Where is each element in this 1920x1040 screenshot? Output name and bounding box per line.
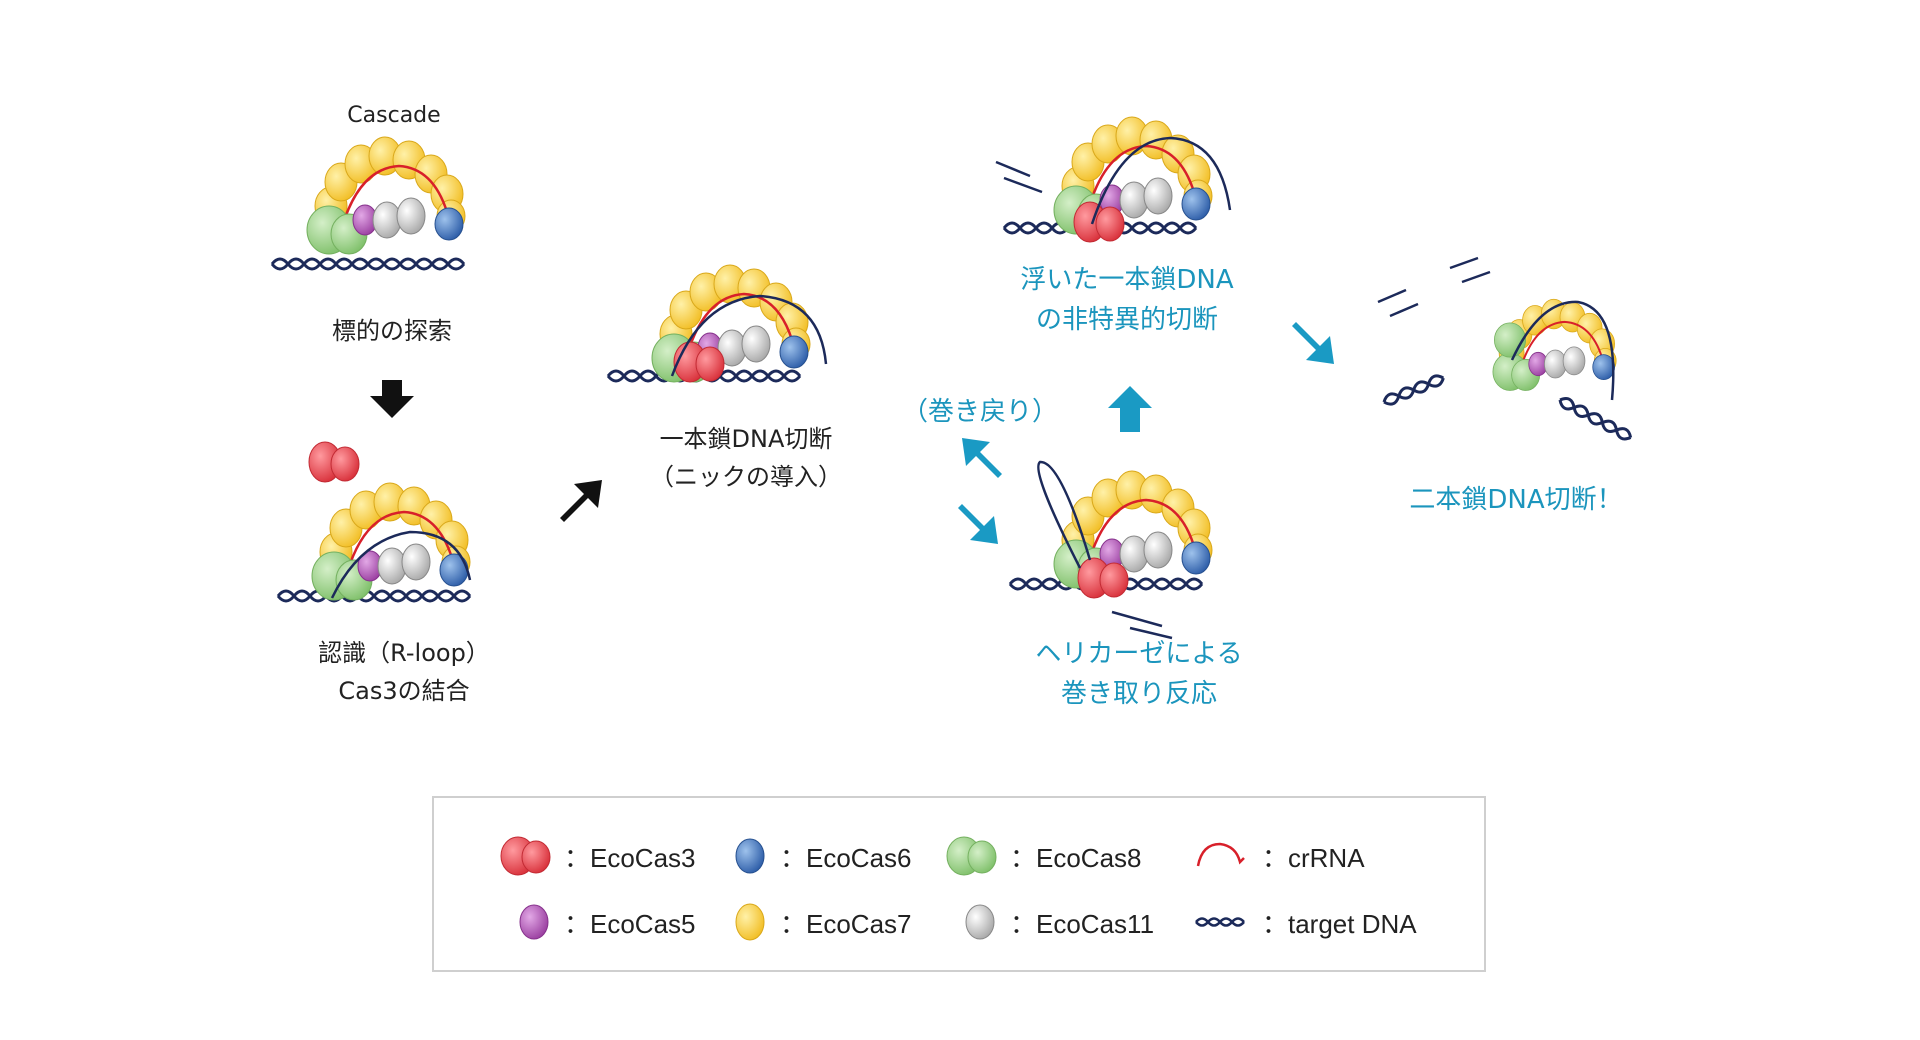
legend-item-ecocas8: ：EcoCas8 [944, 836, 1142, 876]
arrow-down-right-icon [1292, 322, 1334, 364]
double-strand-break-label: 二本鎖DNA切断！ [1409, 485, 1623, 515]
legend-item-ecocas3: ：EcoCas3 [498, 836, 696, 876]
crrna-icon [1196, 842, 1245, 867]
legend-label: ：EcoCas3 [564, 842, 696, 873]
helicase-illustration [1008, 460, 1214, 640]
recognition-label-line2: Cas3の結合 [338, 677, 470, 705]
legend-label: ：EcoCas11 [1010, 908, 1155, 939]
ecocas7-icon [735, 903, 765, 941]
arrow-down-icon [370, 380, 414, 418]
nonspecific-label-line1: 浮いた一本鎖DNA [1020, 265, 1234, 295]
legend-label: ：target DNA [1262, 908, 1417, 939]
recognition-illustration [276, 481, 472, 603]
legend-label: ：EcoCas8 [1010, 842, 1142, 873]
ecocas5-icon [519, 904, 549, 940]
search-label: 標的の探索 [332, 317, 452, 345]
target-dna-icon [1195, 917, 1245, 927]
cascade-label: Cascade [347, 103, 441, 128]
legend-item-ecocas11: ：EcoCas11 [960, 902, 1154, 942]
ecocas6-icon [735, 838, 765, 874]
nick-label-line2: （ニックの導入） [650, 463, 842, 491]
legend-label: ：crRNA [1262, 842, 1365, 873]
legend-item-target-dna: ：target DNA [1192, 902, 1417, 942]
ecocas3-icon [500, 836, 551, 876]
double-strand-break-illustration [1377, 256, 1633, 441]
arrow-up-icon [1108, 386, 1152, 432]
helicase-label-line2: 巻き取り反応 [1060, 679, 1217, 709]
nick-illustration [606, 263, 828, 384]
free-cas3-illustration [308, 441, 360, 483]
ecocas8-icon [946, 836, 997, 876]
legend-label: ：EcoCas7 [780, 908, 912, 939]
rewind-double-arrow-icon [958, 438, 1002, 544]
nonspecific-cleavage-illustration [995, 115, 1232, 243]
helicase-label-line1: ヘリカーゼによる [1035, 639, 1243, 669]
recognition-label-line1: 認識（R-loop） [318, 639, 490, 667]
legend-item-crrna: ：crRNA [1192, 836, 1365, 876]
legend-item-ecocas7: ：EcoCas7 [730, 902, 912, 942]
nick-label-line1: 一本鎖DNA切断 [659, 425, 833, 453]
legend-item-ecocas6: ：EcoCas6 [730, 836, 912, 876]
legend-label: ：EcoCas5 [564, 908, 696, 939]
nonspecific-label-line2: の非特異的切断 [1035, 305, 1218, 335]
legend-label: ：EcoCas6 [780, 842, 912, 873]
cascade-search-illustration [270, 135, 467, 271]
legend: ：EcoCas3 ：EcoCas6 ：EcoCas8 ：crRNA ：EcoCa… [432, 796, 1486, 972]
arrow-up-right-icon [560, 480, 602, 522]
legend-item-ecocas5: ：EcoCas5 [514, 902, 696, 942]
ecocas11-icon [965, 904, 995, 940]
rewind-label: （巻き戻り） [901, 397, 1058, 427]
